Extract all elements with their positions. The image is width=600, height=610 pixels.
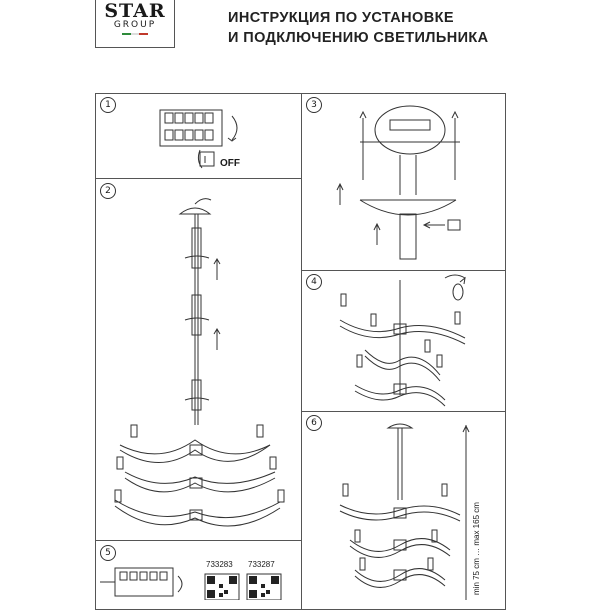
qr-codes	[204, 573, 282, 600]
step-6-number: 6	[306, 415, 322, 431]
step-6-height-illustration	[339, 423, 470, 600]
height-range-label: min 75 cm … max 165 cm	[472, 502, 481, 595]
flag-stripe	[122, 33, 149, 35]
step-2-number: 2	[100, 183, 116, 199]
page-title: ИНСТРУКЦИЯ ПО УСТАНОВКЕ И ПОДКЛЮЧЕНИЮ СВ…	[228, 8, 489, 48]
step-1-number: 1	[100, 97, 116, 113]
title-line-2: И ПОДКЛЮЧЕНИЮ СВЕТИЛЬНИКА	[228, 30, 489, 46]
model-number-2: 733287	[248, 560, 275, 569]
step-1-terminal-illustration	[159, 109, 238, 169]
step-3-number: 3	[306, 97, 322, 113]
logo-wordmark: STAR	[104, 0, 166, 22]
step-2-chandelier-illustration	[114, 198, 285, 527]
title-line-1: ИНСТРУКЦИЯ ПО УСТАНОВКЕ	[228, 10, 454, 26]
off-label: OFF	[220, 158, 240, 169]
step-5-terminal-illustration	[100, 567, 183, 597]
step-4-arms-illustration	[339, 274, 466, 407]
step-4-number: 4	[306, 274, 322, 290]
step-3-mounting-illustration	[336, 105, 461, 260]
brand-logo: STAR GROUP	[95, 0, 175, 48]
logo-subtitle: GROUP	[113, 20, 157, 30]
model-number-1: 733283	[206, 560, 233, 569]
step-5-number: 5	[100, 545, 116, 561]
